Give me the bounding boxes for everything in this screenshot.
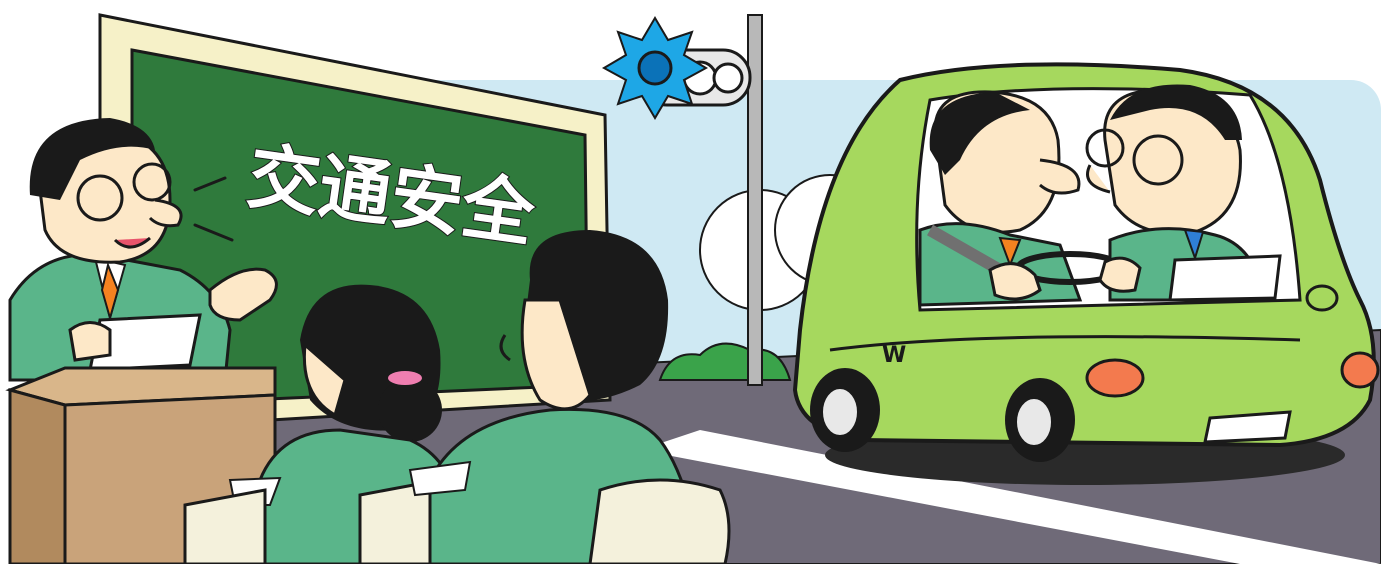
traffic-light-icon	[601, 14, 763, 386]
car: W	[792, 62, 1380, 485]
student-man	[408, 230, 731, 564]
wheel-left	[810, 368, 880, 452]
glasses-icon	[76, 174, 124, 222]
instructor	[8, 118, 278, 382]
desk-left	[183, 488, 267, 564]
speech-lines	[193, 176, 234, 242]
wheel-right	[1005, 378, 1075, 462]
car-logo: W	[882, 343, 906, 368]
road-marking	[640, 430, 1381, 564]
